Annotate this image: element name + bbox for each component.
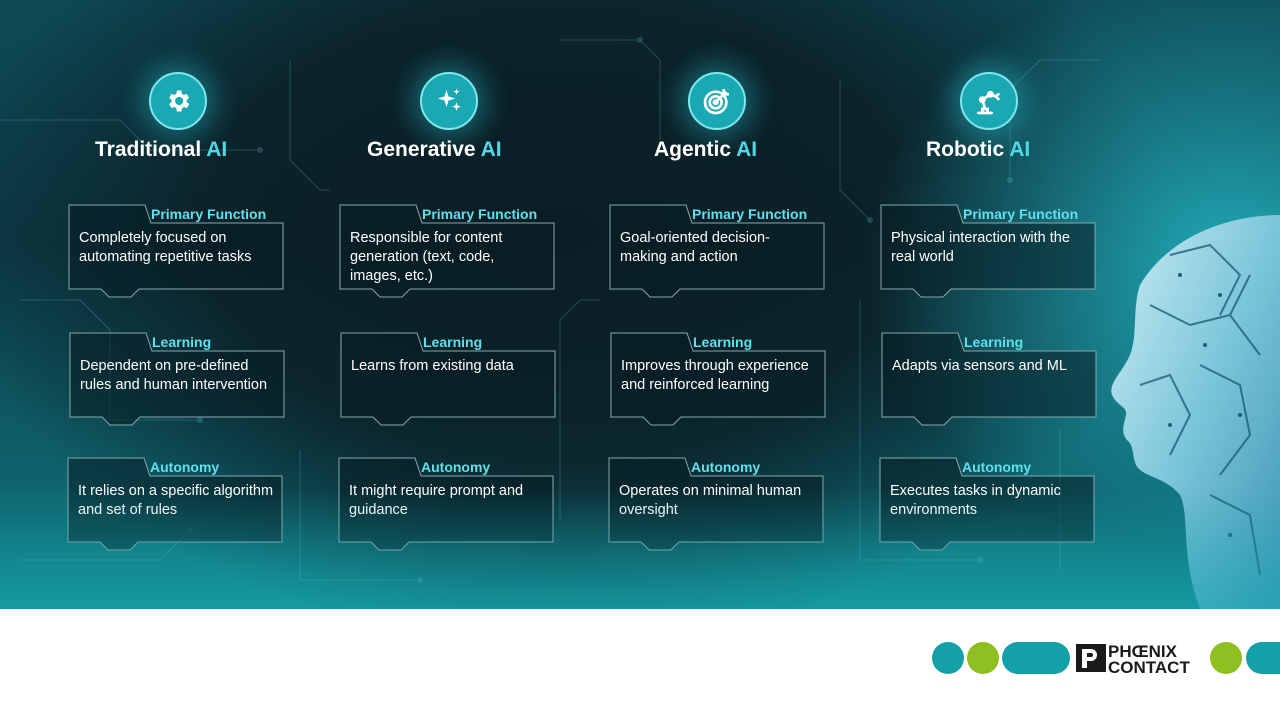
card-label: Autonomy (421, 459, 491, 475)
hero-banner: Traditional AI Primary Function Complete… (0, 0, 1280, 609)
target-icon (688, 72, 746, 130)
card-text: Physical interaction with the real world (891, 230, 1070, 265)
card-primary-function: Primary Function Goal-oriented decision-… (609, 204, 825, 298)
card-text: Adapts via sensors and ML (892, 358, 1067, 374)
card-label: Learning (964, 334, 1024, 350)
card-autonomy: Autonomy It might require prompt and gui… (338, 457, 554, 551)
column-title: Generative AI (367, 138, 502, 161)
card-label: Primary Function (422, 206, 538, 222)
card-autonomy: Autonomy Operates on minimal human overs… (608, 457, 824, 551)
teal-pill (1002, 642, 1070, 674)
teal-pill (1246, 642, 1280, 674)
card-text: Improves through experience and reinforc… (621, 358, 809, 393)
sparkles-icon (420, 72, 478, 130)
card-label: Primary Function (692, 206, 808, 222)
column-title: Robotic AI (926, 138, 1031, 161)
card-label: Autonomy (691, 459, 761, 475)
card-learning: Learning Learns from existing data (340, 332, 556, 426)
card-learning: Learning Adapts via sensors and ML (881, 332, 1097, 426)
card-autonomy: Autonomy It relies on a specific algorit… (67, 457, 283, 551)
card-label: Primary Function (963, 206, 1079, 222)
card-label: Learning (693, 334, 753, 350)
card-learning: Learning Improves through experience and… (610, 332, 826, 426)
column-title: Traditional AI (95, 138, 228, 161)
card-label: Learning (423, 334, 483, 350)
card-primary-function: Primary Function Responsible for content… (339, 204, 555, 298)
card-text: Responsible for content generation (text… (350, 230, 503, 284)
card-text: Executes tasks in dynamic environments (890, 483, 1061, 518)
card-autonomy: Autonomy Executes tasks in dynamic envir… (879, 457, 1095, 551)
card-text: It relies on a specific algorithm and se… (78, 483, 274, 518)
green-dot (967, 642, 999, 674)
logo-line-2: CONTACT (1108, 658, 1190, 676)
card-label: Primary Function (151, 206, 267, 222)
green-dot (1210, 642, 1242, 674)
logo-line-1: PHŒNIX (1108, 642, 1178, 661)
card-primary-function: Primary Function Completely focused on a… (68, 204, 284, 298)
robot-arm-icon (960, 72, 1018, 130)
teal-dot (932, 642, 964, 674)
card-learning: Learning Dependent on pre-defined rules … (69, 332, 285, 426)
card-label: Autonomy (150, 459, 220, 475)
robot-head-illustration (1111, 215, 1280, 609)
card-primary-function: Primary Function Physical interaction wi… (880, 204, 1096, 298)
card-text: Operates on minimal human oversight (619, 483, 802, 518)
card-text: It might require prompt and guidance (349, 483, 524, 518)
gear-icon (149, 72, 207, 130)
card-text: Goal-oriented decision-making and action (620, 230, 770, 265)
card-text: Completely focused on automating repetit… (79, 230, 252, 265)
card-label: Autonomy (962, 459, 1032, 475)
card-text: Learns from existing data (351, 358, 514, 374)
brand-logo-bar: PHŒNIX CONTACT (932, 642, 1280, 676)
column-title: Agentic AI (654, 138, 758, 161)
card-label: Learning (152, 334, 212, 350)
card-text: Dependent on pre-defined rules and human… (80, 358, 268, 393)
